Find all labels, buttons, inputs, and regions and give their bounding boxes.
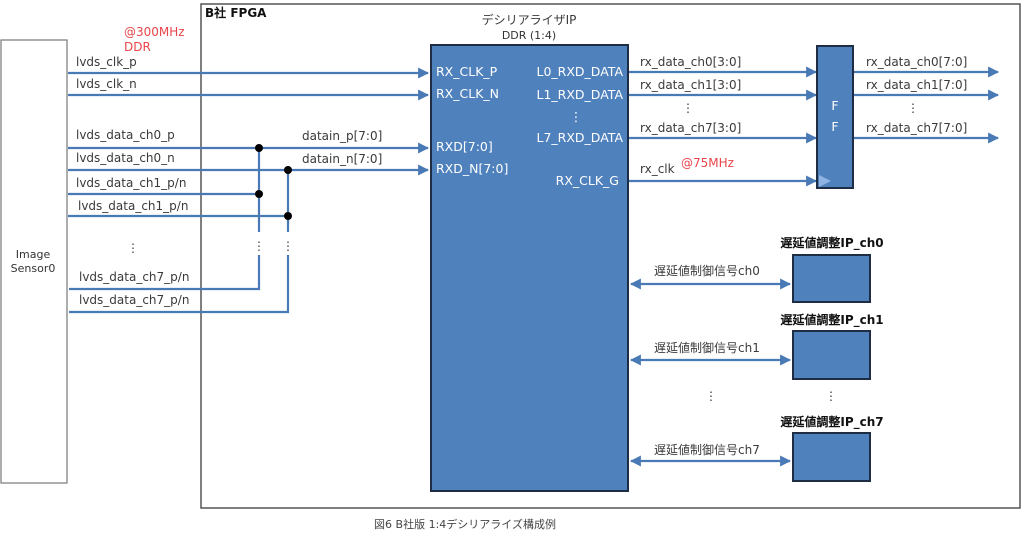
delay-ip-ch0-title: 遅延値調整IP_ch0: [780, 235, 883, 251]
deserializer-title: デシリアライザIP: [482, 12, 577, 27]
deserializer-subtitle: DDR (1:4): [502, 29, 556, 42]
signal-label-lvds-data-ch0-n: lvds_data_ch0_n: [76, 151, 175, 165]
delay-ip-ellipsis: ⋮: [825, 389, 837, 403]
ff-block: [816, 45, 854, 189]
signal-label-rx-data-ch1-8bit: rx_data_ch1[7:0]: [866, 78, 967, 92]
image-sensor-label-2: Sensor0: [11, 262, 56, 275]
delay-ip-ch1-block: [792, 330, 871, 380]
port-rxd: RXD[7:0]: [436, 139, 493, 154]
wire-lvds-data-ch7-p: [69, 255, 261, 291]
deserializer-block: [430, 44, 629, 492]
signal-label-lvds-data-ch1-n: lvds_data_ch1_p/n: [78, 199, 188, 213]
ff-output-ellipsis: ⋮: [907, 101, 919, 115]
rx-clock-annotation: @75MHz: [681, 156, 734, 170]
delay-ip-ch1-title: 遅延値調整IP_ch1: [780, 312, 883, 328]
port-l1-rxd-data: L1_RXD_DATA: [537, 87, 624, 102]
delay-ip-ch0-block: [792, 254, 871, 303]
junction-dot: [255, 190, 263, 198]
delay-ctrl-ch1-label: 遅延値制御信号ch1: [654, 340, 760, 355]
signal-label-lvds-data-ch1-p: lvds_data_ch1_p/n: [76, 176, 186, 190]
signal-label-lvds-data-ch0-p: lvds_data_ch0_p: [76, 128, 175, 142]
wire-lvds-data-ch7-n: [69, 255, 290, 314]
delay-signal-ellipsis: ⋮: [705, 389, 717, 403]
junction-dot: [284, 166, 292, 174]
image-sensor-block: [0, 39, 68, 484]
ff-input-ellipsis: ⋮: [682, 101, 694, 115]
delay-ctrl-ch7-label: 遅延値制御信号ch7: [654, 442, 760, 457]
lvds-clock-annotation-2: DDR: [124, 40, 151, 54]
signal-label-lvds-clk-p: lvds_clk_p: [76, 55, 137, 69]
signal-label-rx-data-ch7-4bit: rx_data_ch7[3:0]: [640, 121, 741, 135]
port-ellipsis: ⋮: [570, 109, 583, 124]
bus-p-ellipsis: ⋮: [253, 239, 265, 253]
ff-clock-triangle-icon: [819, 175, 831, 187]
fpga-boundary: [200, 3, 1021, 509]
bus-label-datain-p: datain_p[7:0]: [302, 129, 382, 143]
port-l0-rxd-data: L0_RXD_DATA: [537, 64, 624, 79]
lvds-clock-annotation-1: @300MHz: [124, 25, 185, 39]
signal-label-rx-data-ch0-4bit: rx_data_ch0[3:0]: [640, 55, 741, 69]
port-rx-clk-g: RX_CLK_G: [556, 173, 619, 188]
port-rx-clk-n: RX_CLK_N: [436, 86, 499, 101]
image-sensor-label-1: Image: [16, 248, 51, 261]
signal-label-rx-clk: rx_clk: [640, 162, 675, 176]
fpga-title: B社 FPGA: [205, 5, 267, 20]
signal-label-lvds-data-ch7-n: lvds_data_ch7_p/n: [79, 293, 189, 307]
signal-label-rx-data-ch0-8bit: rx_data_ch0[7:0]: [866, 55, 967, 69]
signal-label-lvds-data-ch7-p: lvds_data_ch7_p/n: [79, 270, 189, 284]
delay-ip-ch7-block: [792, 432, 871, 482]
sensor-ellipsis: ⋮: [127, 241, 139, 255]
port-rxd-n: RXD_N[7:0]: [436, 161, 508, 176]
delay-ip-ch7-title: 遅延値調整IP_ch7: [780, 414, 883, 430]
bus-label-datain-n: datain_n[7:0]: [302, 152, 382, 166]
ff-label-2: F: [831, 119, 838, 134]
signal-label-rx-data-ch1-4bit: rx_data_ch1[3:0]: [640, 78, 741, 92]
junction-dot: [255, 144, 263, 152]
bus-n-ellipsis: ⋮: [282, 239, 294, 253]
ff-label-1: F: [831, 98, 838, 113]
delay-ctrl-ch0-label: 遅延値制御信号ch0: [654, 263, 760, 278]
port-l7-rxd-data: L7_RXD_DATA: [537, 130, 624, 145]
port-rx-clk-p: RX_CLK_P: [436, 64, 498, 79]
signal-label-rx-data-ch7-8bit: rx_data_ch7[7:0]: [866, 121, 967, 135]
signal-label-lvds-clk-n: lvds_clk_n: [76, 77, 137, 91]
figure-caption: 図6 B社版 1:4デシリアライズ構成例: [374, 517, 556, 531]
junction-dot: [284, 212, 292, 220]
